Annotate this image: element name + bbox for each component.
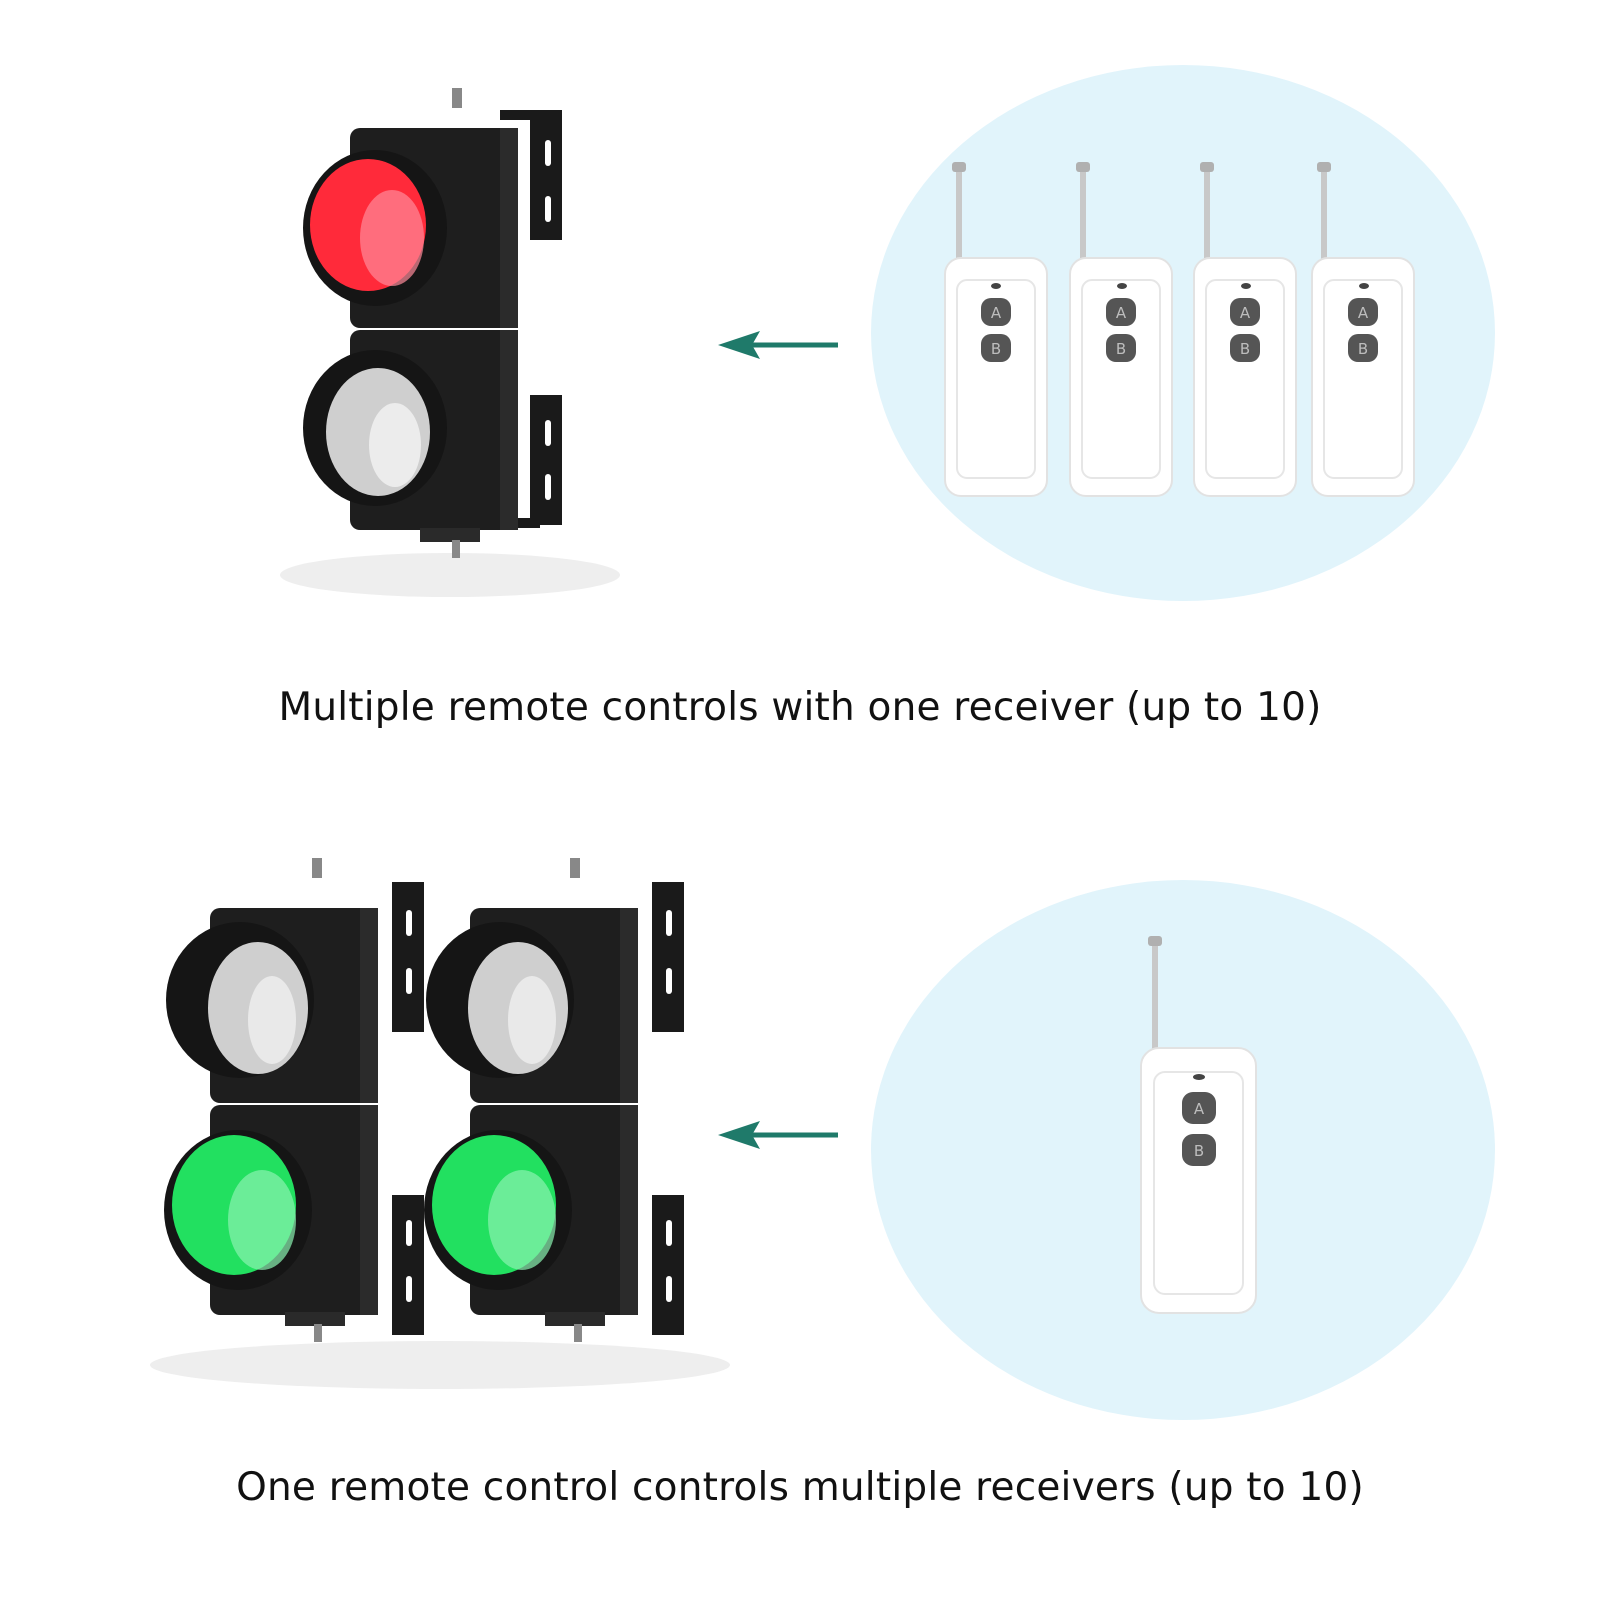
floor-shadow [280,553,620,597]
caption-multiple-remotes: Multiple remote controls with one receiv… [278,685,1322,730]
button-a-label: A [1194,1100,1205,1118]
traffic-light-green-white-1 [164,858,424,1342]
traffic-light-green-white-2 [424,858,684,1342]
section-multiple-remotes: A B A B A [0,0,1600,780]
section-one-remote: A B One remote control controls multiple… [0,780,1600,1600]
floor-shadow [150,1341,730,1389]
button-b-label: B [1358,340,1368,358]
button-a-label: A [991,304,1002,322]
remote-2: A B [1069,162,1173,497]
arrow-left [718,331,838,359]
button-a-label: A [1358,304,1369,322]
remote-4: A B [1311,162,1415,497]
button-b-label: B [1194,1142,1204,1160]
section-top-graphic: A B A B A [280,65,1495,601]
arrow-left [718,1121,838,1149]
button-b-label: B [991,340,1001,358]
button-b-label: B [1240,340,1250,358]
remote-1: A B [944,162,1048,497]
section-bottom-graphic: A B [150,858,1495,1420]
button-a-label: A [1240,304,1251,322]
button-b-label: B [1116,340,1126,358]
remote-3: A B [1193,162,1297,497]
traffic-light-red-white [303,88,562,558]
remote-single: A B [1140,936,1257,1314]
mount-bracket-lower [530,395,562,525]
button-a-label: A [1116,304,1127,322]
caption-one-remote: One remote control controls multiple rec… [236,1465,1364,1510]
